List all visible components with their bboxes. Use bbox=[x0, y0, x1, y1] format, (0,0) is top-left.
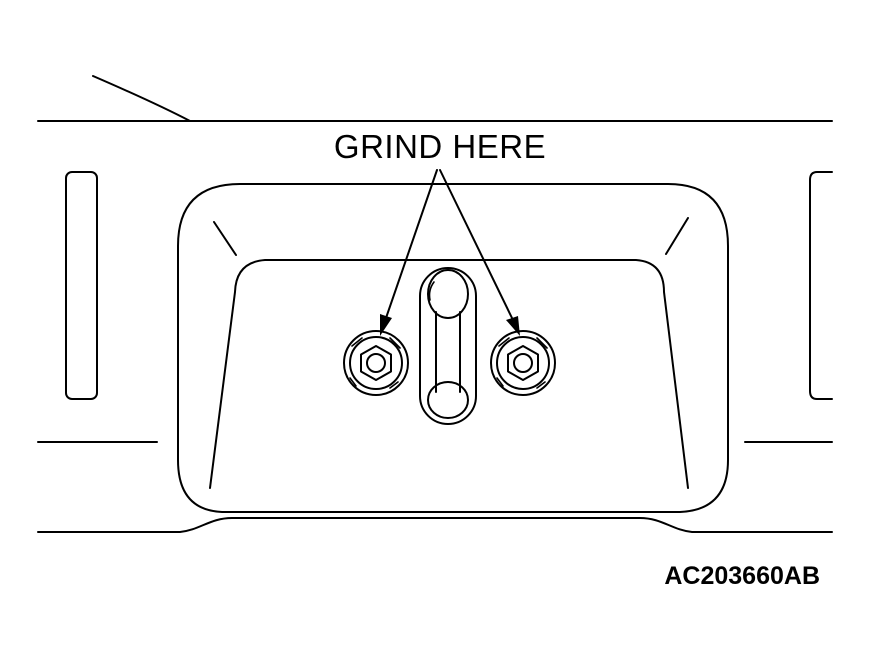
frame-rail-lines bbox=[37, 75, 833, 533]
right-nut-icon bbox=[490, 330, 556, 396]
figure-id-label: AC203660AB bbox=[664, 562, 820, 590]
bend-mark-left bbox=[213, 221, 237, 256]
bracket-outer bbox=[177, 183, 729, 513]
bracket-inner bbox=[209, 259, 689, 489]
left-slot bbox=[65, 171, 98, 400]
center-loop bbox=[419, 267, 477, 425]
left-nut-icon bbox=[343, 330, 409, 396]
right-slot bbox=[809, 171, 833, 400]
bend-mark-right bbox=[665, 217, 689, 255]
grind-here-label: GRIND HERE bbox=[333, 128, 547, 165]
callout-arrows bbox=[380, 169, 520, 336]
